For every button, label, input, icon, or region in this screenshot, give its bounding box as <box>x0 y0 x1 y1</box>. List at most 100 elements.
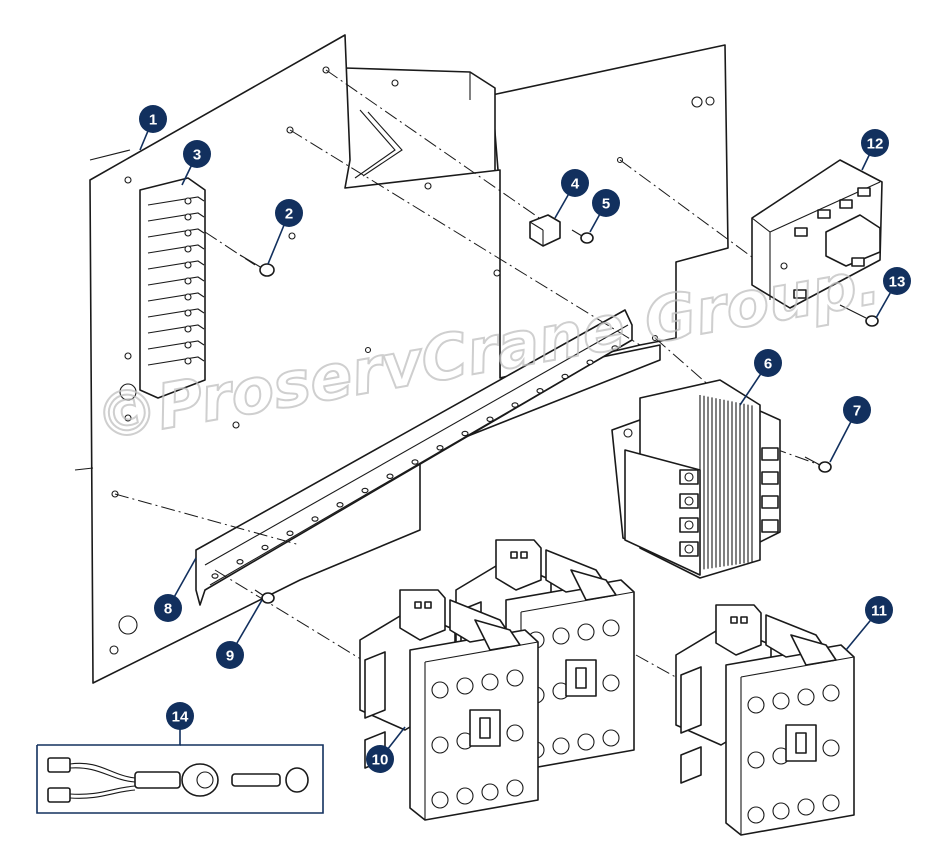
transformer-terminal <box>761 471 779 485</box>
contactor-terminal <box>747 806 765 824</box>
rail-slot <box>436 445 444 451</box>
callout-10: 10 <box>366 726 406 773</box>
contactor-terminal <box>602 729 620 747</box>
callout-11: 11 <box>845 596 893 651</box>
terminal-block <box>147 196 205 206</box>
contactor-terminal <box>431 736 449 754</box>
contactor-terminal <box>456 677 474 695</box>
contactor-terminal <box>506 779 524 797</box>
callout-8: 8 <box>154 557 197 622</box>
terminal-block <box>147 212 205 222</box>
top-bracket <box>344 67 496 189</box>
rail-slot <box>411 459 419 465</box>
terminal-block <box>147 308 205 318</box>
terminal-strip <box>139 177 206 399</box>
terminal-block <box>147 356 205 366</box>
contactor-terminal <box>456 787 474 805</box>
callout-number: 11 <box>871 603 887 620</box>
rail-slot <box>361 487 369 494</box>
terminal-block <box>147 292 205 302</box>
terminal-screw-head <box>184 197 192 205</box>
transformer-screw <box>804 456 832 473</box>
terminal-screw-head <box>184 245 192 253</box>
rail-slot <box>286 530 294 537</box>
contactor-terminal <box>747 696 765 714</box>
contactor-terminal <box>602 674 620 692</box>
callout-12: 12 <box>861 129 889 171</box>
contactor-terminal <box>577 733 595 751</box>
rail-slot <box>536 388 544 394</box>
contactor-terminal <box>552 627 570 645</box>
terminal-block <box>147 324 205 334</box>
rail-slot <box>611 345 619 351</box>
rail-screw <box>254 589 275 604</box>
contactor-terminal <box>772 802 790 820</box>
callout-number: 12 <box>867 136 884 153</box>
callout-number: 7 <box>853 403 861 420</box>
callout-number: 3 <box>193 147 201 164</box>
callout-3: 3 <box>181 140 211 186</box>
terminal-block <box>147 340 205 350</box>
relay-board <box>751 159 883 309</box>
contactor-terminal <box>772 692 790 710</box>
callout-number: 14 <box>172 709 189 726</box>
transformer-terminal <box>761 447 779 461</box>
contactor-terminal <box>822 739 840 757</box>
contactor-terminal <box>797 688 815 706</box>
callout-number: 10 <box>372 752 389 769</box>
terminal-screw-head <box>184 341 192 349</box>
callout-2: 2 <box>267 199 303 265</box>
terminal-screw-head <box>184 213 192 221</box>
terminal-block <box>147 244 205 254</box>
relay-screw <box>839 304 879 327</box>
contactor-terminal <box>822 684 840 702</box>
contactor <box>675 604 855 836</box>
callout-number: 8 <box>164 601 172 618</box>
wire-harness-kit <box>36 738 324 814</box>
callout-number: 1 <box>149 112 157 129</box>
callout-number: 9 <box>226 648 234 665</box>
terminal-block <box>147 228 205 238</box>
callout-number: 13 <box>889 274 906 291</box>
clip-screw <box>571 229 594 244</box>
terminal-screw-head <box>684 520 694 530</box>
callout-9: 9 <box>216 599 263 669</box>
terminal-block <box>147 276 205 286</box>
terminal-block <box>147 260 205 270</box>
callout-6: 6 <box>739 349 782 406</box>
callout-7: 7 <box>829 396 871 463</box>
terminal-screw-head <box>684 544 694 554</box>
contactor-group <box>359 539 855 836</box>
transformer-terminal <box>761 519 779 533</box>
contactor-terminal <box>506 669 524 687</box>
rail-slot <box>511 402 519 408</box>
contactor-terminal <box>481 673 499 691</box>
terminal-screw-head <box>184 357 192 365</box>
callout-number: 6 <box>764 356 772 373</box>
back-panel <box>74 34 661 684</box>
rail-slot <box>586 359 594 366</box>
rail-slot <box>236 559 244 565</box>
contactor-terminal <box>797 798 815 816</box>
rail-slot <box>261 544 269 551</box>
rail-slot <box>211 573 219 579</box>
callout-4: 4 <box>554 169 589 219</box>
rail-slot <box>311 516 319 522</box>
contactor-terminal <box>747 751 765 769</box>
contactor-terminal <box>577 623 595 641</box>
callout-number: 2 <box>285 206 293 223</box>
contactor-terminal <box>481 783 499 801</box>
terminal-screw-head <box>684 496 694 506</box>
contactor-terminal <box>552 737 570 755</box>
terminal-screw-head <box>684 472 694 482</box>
terminal-screw-head <box>184 277 192 285</box>
terminal-screw-head <box>184 325 192 333</box>
callout-number: 4 <box>571 176 580 193</box>
rail-slot <box>336 502 344 508</box>
contactor-terminal <box>431 791 449 809</box>
rail-slot <box>561 373 569 380</box>
rail-slot <box>461 430 469 437</box>
terminal-screw <box>239 254 275 277</box>
